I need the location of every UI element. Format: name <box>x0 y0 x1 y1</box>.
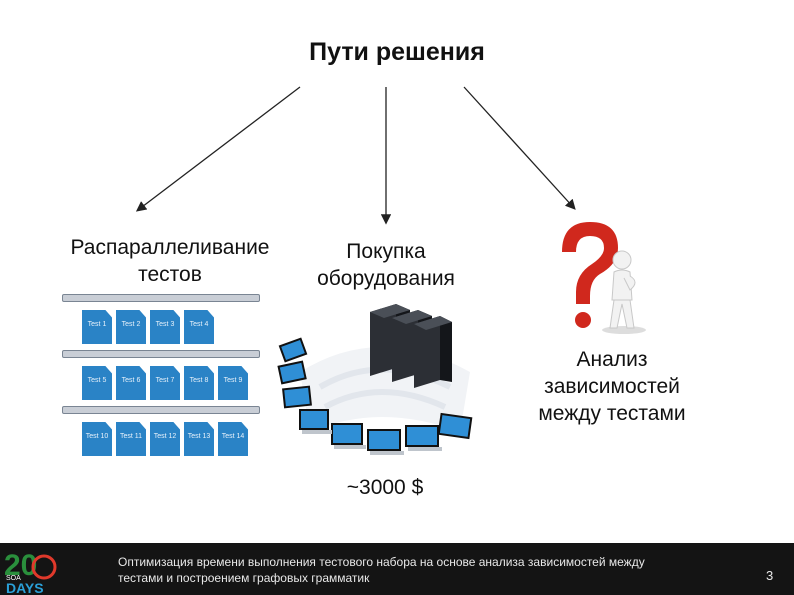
test-doc: Test 1 <box>82 310 112 344</box>
test-doc: Test 3 <box>150 310 180 344</box>
branch-1-line-2: тестов <box>48 261 292 288</box>
footer-line-1: Оптимизация времени выполнения тестового… <box>118 554 758 570</box>
branch-3-line-3: между тестами <box>512 400 712 427</box>
test-doc: Test 4 <box>184 310 214 344</box>
page-number: 3 <box>766 568 773 583</box>
branch-1-line-1: Распараллеливание <box>48 234 292 261</box>
server-rack-bar <box>62 406 260 414</box>
test-doc: Test 8 <box>184 366 214 400</box>
arrow-right <box>464 87 574 208</box>
test-doc: Test 7 <box>150 366 180 400</box>
branch-hardware-label: Покупка оборудования <box>296 238 476 292</box>
logo-word: DAYS <box>6 580 44 595</box>
test-doc: Test 13 <box>184 422 214 456</box>
test-doc: Test 11 <box>116 422 146 456</box>
hardware-cost-note: ~3000 $ <box>320 474 450 501</box>
server-rack-bar <box>62 350 260 358</box>
test-doc: Test 2 <box>116 310 146 344</box>
test-doc: Test 9 <box>218 366 248 400</box>
footer-line-2: тестами и построением графовых грамматик <box>118 570 758 586</box>
test-doc: Test 14 <box>218 422 248 456</box>
branch-parallelization-label: Распараллеливание тестов <box>48 234 292 288</box>
test-doc: Test 12 <box>150 422 180 456</box>
branch-3-line-2: зависимостей <box>512 373 712 400</box>
branch-2-line-2: оборудования <box>296 265 476 292</box>
test-doc: Test 5 <box>82 366 112 400</box>
branch-analysis-label: Анализ зависимостей между тестами <box>512 346 712 427</box>
parallel-tests-illustration: Test 1 Test 2 Test 3 Test 4 Test 5 Test … <box>58 292 268 462</box>
servers-laptops-illustration <box>270 292 490 467</box>
test-doc: Test 6 <box>116 366 146 400</box>
server-rack-bar <box>62 294 260 302</box>
thinking-figure-illustration <box>550 218 650 336</box>
branch-3-line-1: Анализ <box>512 346 712 373</box>
footer-caption: Оптимизация времени выполнения тестового… <box>118 554 758 586</box>
question-mark-icon <box>562 222 618 304</box>
person-figure <box>610 251 635 328</box>
arrow-left <box>138 87 300 210</box>
soa-days-logo: 20 SOA DAYS <box>0 543 62 595</box>
branch-2-line-1: Покупка <box>296 238 476 265</box>
test-doc: Test 10 <box>82 422 112 456</box>
